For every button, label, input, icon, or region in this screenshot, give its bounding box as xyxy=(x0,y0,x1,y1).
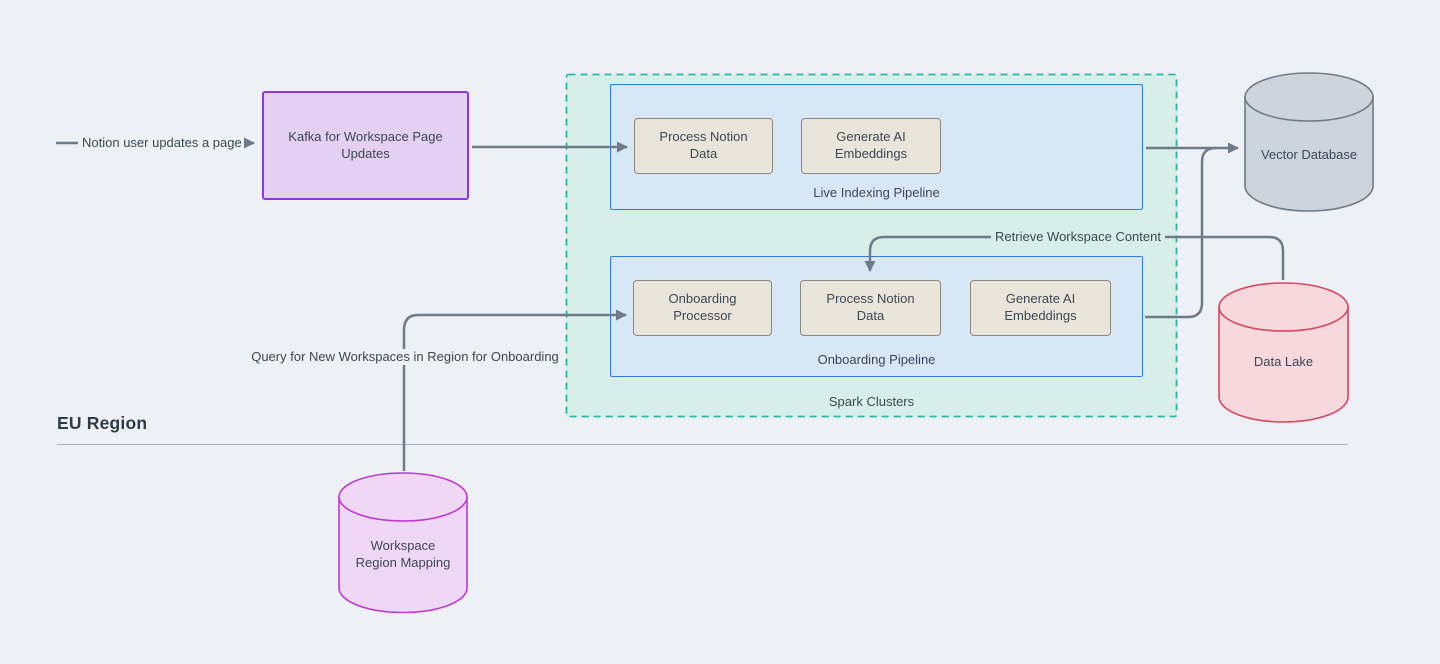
data-lake-label: Data Lake xyxy=(1253,354,1314,370)
kafka-node: Kafka for Workspace Page Updates xyxy=(262,91,469,200)
live-indexing-pipeline-label: Live Indexing Pipeline xyxy=(813,185,940,200)
process-notion-data-live-node: Process Notion Data xyxy=(634,118,773,174)
database-cylinder-icon xyxy=(338,472,468,613)
process-notion-data-live-label: Process Notion Data xyxy=(659,129,748,161)
database-cylinder-icon xyxy=(1218,282,1349,423)
kafka-node-label: Kafka for Workspace Page Updates xyxy=(288,128,443,161)
generate-ai-embeddings-live-label: Generate AI Embeddings xyxy=(834,129,908,161)
process-notion-data-onboarding-node: Process Notion Data xyxy=(800,280,941,336)
generate-ai-embeddings-onboarding-label: Generate AI Embeddings xyxy=(1004,291,1077,323)
onboarding-processor-label: Onboarding Processor xyxy=(668,291,737,323)
database-cylinder-icon xyxy=(1244,72,1374,212)
generate-ai-embeddings-onboarding-node: Generate AI Embeddings xyxy=(970,280,1111,336)
onboarding-pipeline-label: Onboarding Pipeline xyxy=(817,352,936,367)
edge-label-query-workspaces: Query for New Workspaces in Region for O… xyxy=(247,349,563,365)
generate-ai-embeddings-live-node: Generate AI Embeddings xyxy=(801,118,941,174)
vector-database-node: Vector Database xyxy=(1244,72,1374,212)
onboarding-processor-node: Onboarding Processor xyxy=(633,280,772,336)
spark-clusters-label: Spark Clusters xyxy=(828,394,915,409)
edge-label-retrieve-workspace-content: Retrieve Workspace Content xyxy=(991,229,1165,245)
edge-label-user-update: Notion user updates a page xyxy=(80,135,244,151)
vector-database-label: Vector Database xyxy=(1260,146,1358,162)
eu-region-divider xyxy=(57,444,1348,445)
workspace-region-mapping-label: Workspace Region Mapping xyxy=(355,538,451,570)
eu-region-label: EU Region xyxy=(57,413,148,433)
workspace-region-mapping-node: Workspace Region Mapping xyxy=(338,472,468,613)
data-lake-node: Data Lake xyxy=(1218,282,1349,423)
process-notion-data-onboarding-label: Process Notion Data xyxy=(826,291,915,323)
